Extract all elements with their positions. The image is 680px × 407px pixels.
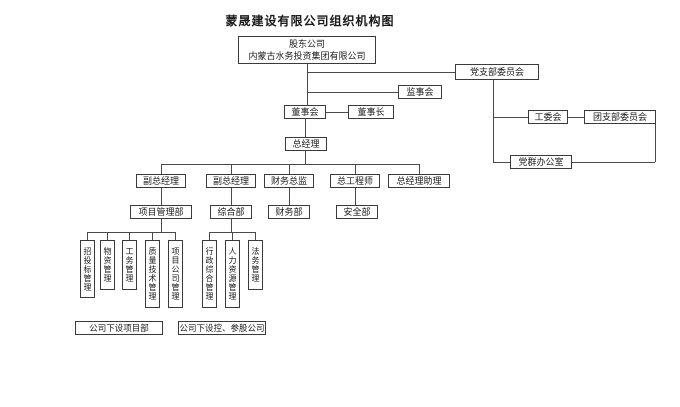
connector-drop-legal bbox=[255, 232, 256, 240]
node-quality-tech-management: 质量技术管理 bbox=[145, 240, 160, 308]
connector-projectdept-bus bbox=[161, 219, 162, 232]
shareholder-line2: 内蒙古水务投资集团有限公司 bbox=[248, 51, 366, 61]
node-cfo: 财务总监 bbox=[264, 174, 314, 188]
connector-party-office-right bbox=[572, 162, 655, 163]
connector-manager-bus bbox=[161, 164, 419, 165]
connector-cfo-finance bbox=[289, 188, 290, 205]
connector-drop-chief-engineer bbox=[355, 164, 356, 174]
node-deputy-gm-2: 副总经理 bbox=[206, 174, 256, 188]
connector-party-committee-down bbox=[493, 80, 494, 162]
node-admin-comprehensive-management: 行政综合管理 bbox=[202, 240, 217, 308]
node-party-branch-committee: 党支部委员会 bbox=[455, 64, 539, 80]
connector-trunk-party-committee bbox=[307, 72, 455, 73]
node-supervisory-board: 监事会 bbox=[398, 85, 442, 99]
node-legal-management: 法务管理 bbox=[248, 240, 263, 290]
connector-drop-deputy1 bbox=[161, 164, 162, 174]
connector-drop-project-company bbox=[175, 232, 176, 240]
node-project-management-dept: 项目管理部 bbox=[130, 205, 192, 219]
connector-drop-admin bbox=[209, 232, 210, 240]
node-project-departments-note: 公司下设项目部 bbox=[75, 321, 163, 335]
node-general-dept: 综合部 bbox=[210, 205, 252, 219]
connector-board-chairman bbox=[326, 112, 348, 113]
connector-drop-bidding bbox=[87, 232, 88, 240]
node-general-manager: 总经理 bbox=[285, 137, 327, 151]
connector-generaldept-bus bbox=[231, 219, 232, 232]
node-works-management: 工务管理 bbox=[122, 240, 137, 290]
node-chief-engineer: 总工程师 bbox=[330, 174, 380, 188]
connector-party-office-left bbox=[493, 162, 510, 163]
connector-deputy1-projectdept bbox=[161, 188, 162, 205]
connector-drop-hr bbox=[232, 232, 233, 240]
connector-projectdept-children-bus bbox=[87, 232, 175, 233]
node-board-of-directors: 董事会 bbox=[284, 105, 326, 119]
node-bidding-management: 招投标管理 bbox=[80, 240, 95, 298]
node-shareholder-company: 股东公司 内蒙古水务投资集团有限公司 bbox=[238, 36, 376, 64]
connector-drop-cfo bbox=[289, 164, 290, 174]
connector-drop-deputy2 bbox=[231, 164, 232, 174]
node-party-masses-office: 党群办公室 bbox=[510, 155, 572, 169]
page-title: 蒙晟建设有限公司组织机构图 bbox=[225, 14, 395, 28]
connector-drop-materials bbox=[107, 232, 108, 240]
connector-drop-works bbox=[129, 232, 130, 240]
connector-deputy2-generaldept bbox=[231, 188, 232, 205]
connector-shareholder-board bbox=[307, 64, 308, 105]
shareholder-line1: 股东公司 bbox=[288, 39, 325, 49]
node-hr-management: 人力资源管理 bbox=[225, 240, 240, 308]
node-safety-dept: 安全部 bbox=[336, 205, 378, 219]
connector-drop-quality bbox=[152, 232, 153, 240]
node-subsidiaries-note: 公司下设控、参股公司 bbox=[178, 321, 266, 335]
node-deputy-gm-1: 副总经理 bbox=[136, 174, 186, 188]
node-materials-management: 物资管理 bbox=[100, 240, 115, 290]
node-gm-assistant: 总经理助理 bbox=[388, 174, 450, 188]
connector-drop-gm-assistant bbox=[419, 164, 420, 174]
connector-youth-down bbox=[655, 124, 656, 162]
connector-board-gm bbox=[305, 119, 306, 137]
node-finance-dept: 财务部 bbox=[268, 205, 310, 219]
node-board-chairman: 董事长 bbox=[348, 105, 394, 119]
node-project-company-management: 项目公司管理 bbox=[168, 240, 183, 308]
connector-gm-bus bbox=[305, 151, 306, 164]
node-youth-league-committee: 团支部委员会 bbox=[584, 110, 656, 124]
connector-trunk-supervisory bbox=[307, 92, 398, 93]
node-labor-union-committee: 工委会 bbox=[528, 110, 568, 124]
connector-chief-safety bbox=[355, 188, 356, 205]
